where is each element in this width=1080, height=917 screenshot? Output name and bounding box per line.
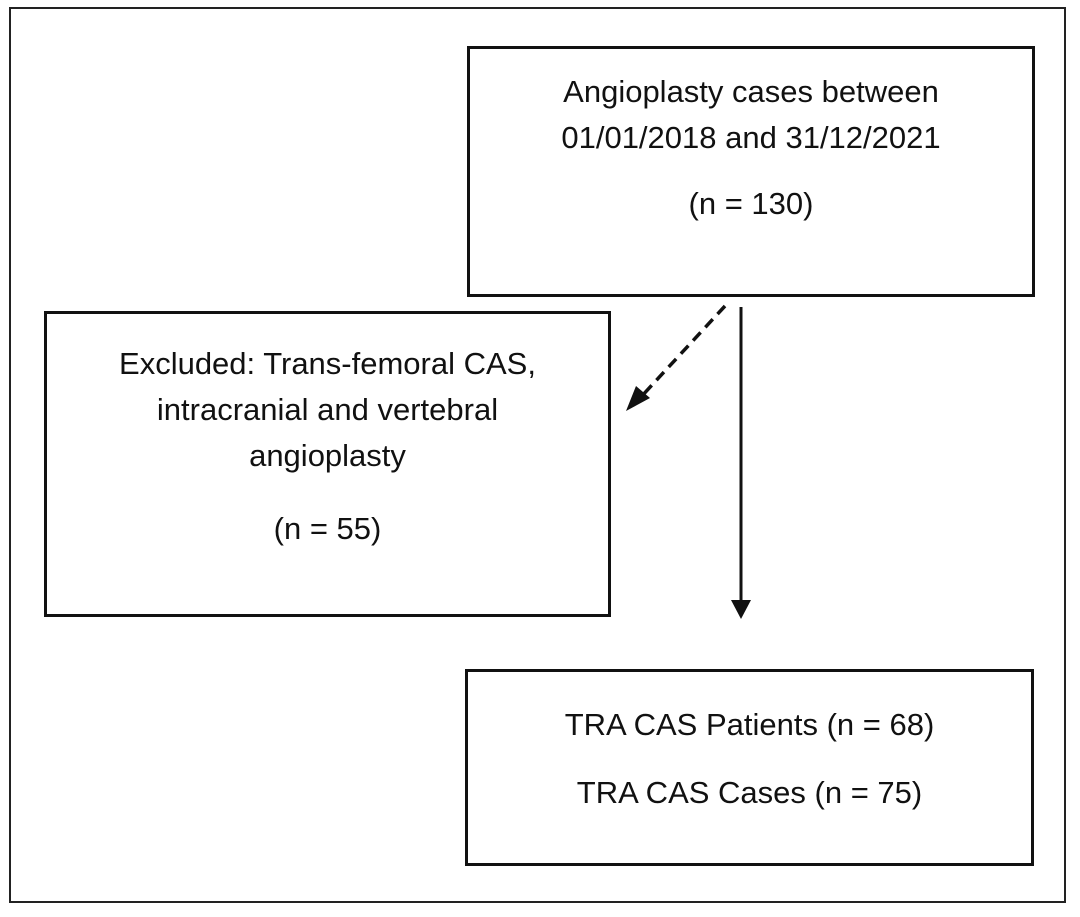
box-tra-cas: TRA CAS Patients (n = 68) TRA CAS Cases … <box>465 669 1034 866</box>
box-excluded-line-1: Excluded: Trans-femoral CAS, <box>119 346 536 381</box>
box-excluded-line-2: intracranial and vertebral <box>156 392 499 427</box>
box-top-line-1: Angioplasty cases between <box>563 74 939 109</box>
box-result-patients: TRA CAS Patients (n = 68) <box>564 707 935 742</box>
box-angioplasty-cases: Angioplasty cases between 01/01/2018 and… <box>467 46 1035 297</box>
box-top-line-2: 01/01/2018 and 31/12/2021 <box>561 120 941 155</box>
box-top-count: (n = 130) <box>688 186 814 221</box>
box-excluded: Excluded: Trans-femoral CAS, intracrania… <box>44 311 611 617</box>
figure-frame <box>9 7 1066 903</box>
box-excluded-count: (n = 55) <box>273 511 382 546</box>
box-result-cases: TRA CAS Cases (n = 75) <box>576 775 923 810</box>
box-excluded-line-3: angioplasty <box>249 438 406 473</box>
